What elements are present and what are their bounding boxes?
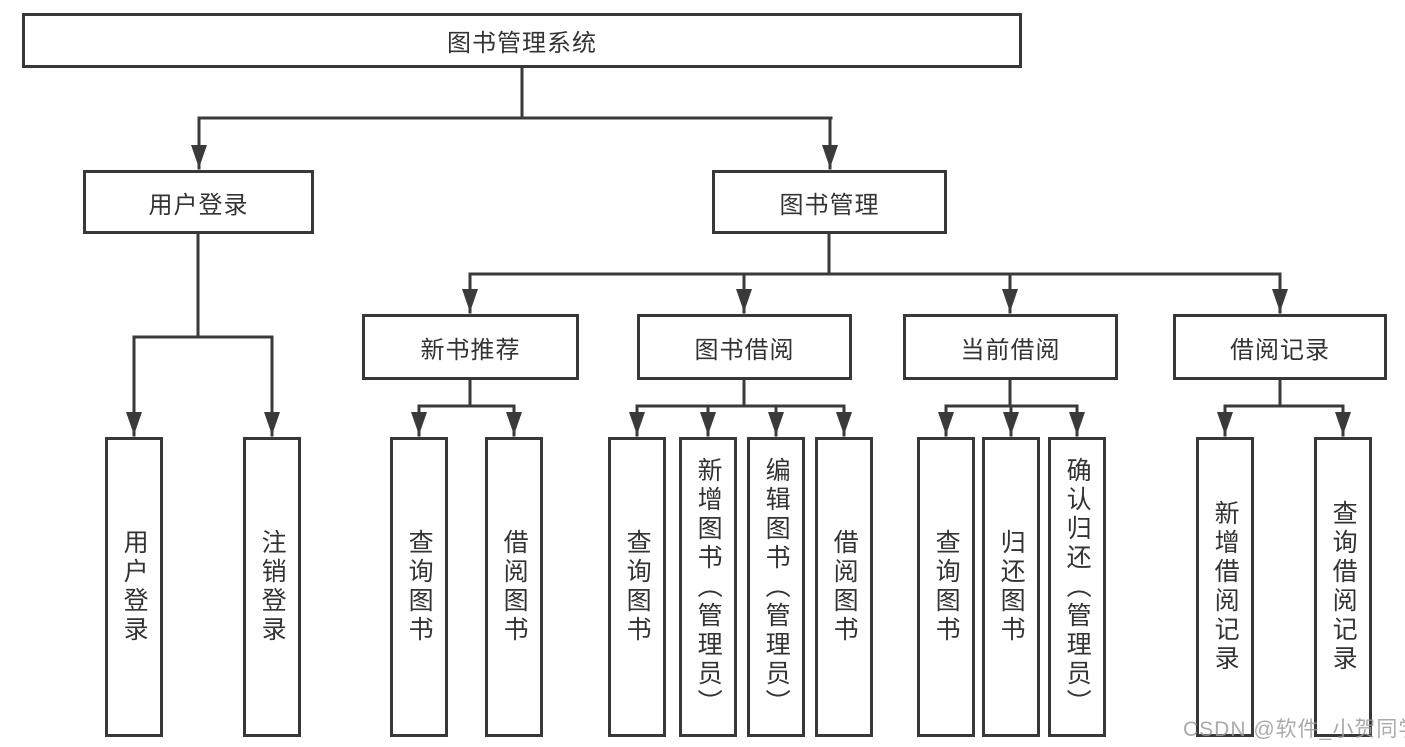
node-query-books-2: 查询图书 <box>608 437 666 737</box>
csdn-watermark: CSDN @软件_小贺同学 <box>1183 718 1405 741</box>
node-query-books-1: 查询图书 <box>390 437 448 737</box>
node-confirm-return-admin: 确认归还（管理员） <box>1048 437 1106 737</box>
node-logout: 注销登录 <box>243 437 301 737</box>
node-new-book-recommend: 新书推荐 <box>362 314 579 380</box>
node-query-books-3: 查询图书 <box>917 437 975 737</box>
node-user-login: 用户登录 <box>83 170 314 234</box>
node-query-borrow-record: 查询借阅记录 <box>1314 437 1372 737</box>
node-library-management-system: 图书管理系统 <box>22 13 1022 68</box>
node-book-management: 图书管理 <box>712 170 947 234</box>
node-borrowing-records: 借阅记录 <box>1173 314 1387 380</box>
node-add-books-admin: 新增图书（管理员） <box>679 437 737 737</box>
node-book-borrowing: 图书借阅 <box>637 314 852 380</box>
node-edit-books-admin: 编辑图书（管理员） <box>747 437 805 737</box>
node-borrow-books-2: 借阅图书 <box>815 437 873 737</box>
node-borrow-books-1: 借阅图书 <box>485 437 543 737</box>
node-user-login-leaf: 用户登录 <box>105 437 163 737</box>
node-add-borrow-record: 新增借阅记录 <box>1196 437 1254 737</box>
node-current-borrowing: 当前借阅 <box>903 314 1118 380</box>
node-return-books: 归还图书 <box>982 437 1040 737</box>
